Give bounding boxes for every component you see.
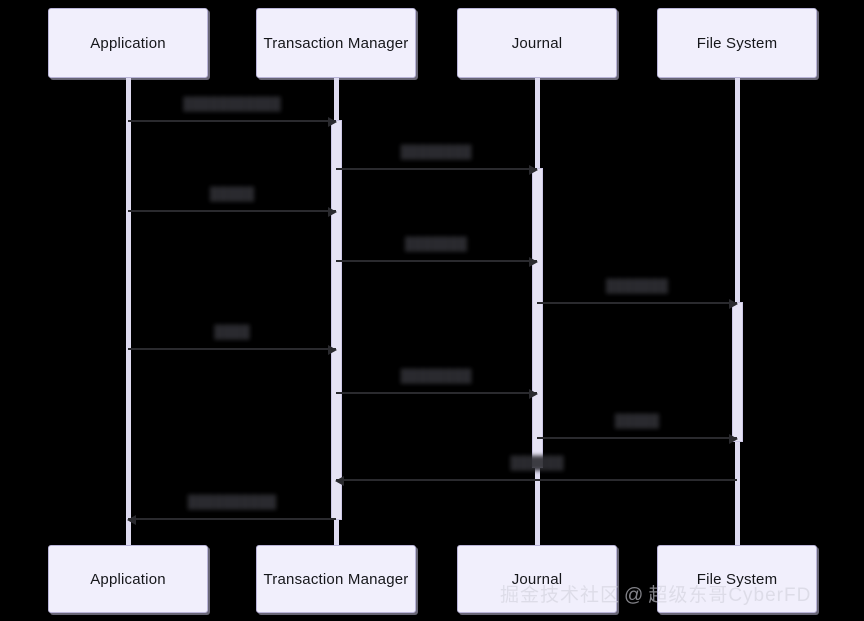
arrowhead-right-icon (729, 434, 738, 444)
message-label-m5: ███████ (602, 279, 672, 293)
message-arrow-m9[interactable] (335, 476, 737, 486)
arrowhead-right-icon (529, 389, 538, 399)
actor-label: Transaction Manager (263, 570, 409, 588)
message-label-m8: █████ (610, 414, 664, 428)
watermark-at: @ (624, 585, 645, 606)
message-label-m4: ███████ (401, 237, 471, 251)
actor-box-journal-top[interactable]: Journal (457, 8, 617, 78)
message-arrow-m5[interactable] (537, 299, 738, 309)
message-label-m7: ████████ (396, 369, 476, 383)
actor-label: Transaction Manager (263, 34, 409, 52)
lifeline-application (126, 78, 131, 550)
actor-box-journal-bottom[interactable]: Journal (457, 545, 617, 613)
actor-label: File System (696, 34, 778, 52)
actor-label: Journal (511, 34, 563, 52)
actor-box-file-system-top[interactable]: File System (657, 8, 817, 78)
actor-box-transaction-manager-bottom[interactable]: Transaction Manager (256, 545, 416, 613)
activation-transaction-manager (331, 120, 342, 520)
arrowhead-left-icon (127, 515, 136, 525)
message-arrow-m2[interactable] (336, 165, 538, 175)
message-arrow-m10[interactable] (127, 515, 336, 525)
watermark: 掘金技术社区@超级东哥CyberFD (500, 580, 811, 607)
message-arrow-m8[interactable] (537, 434, 738, 444)
watermark-author: 超级东哥CyberFD (648, 585, 812, 606)
arrowhead-right-icon (729, 299, 738, 309)
watermark-site: 掘金技术社区 (500, 585, 621, 606)
actor-box-transaction-manager-top[interactable]: Transaction Manager (256, 8, 416, 78)
message-label-m6: ████ (210, 325, 254, 339)
message-arrow-m6[interactable] (128, 345, 337, 355)
message-label-m3: █████ (205, 187, 259, 201)
message-label-m2: ████████ (396, 145, 476, 159)
actor-label: Application (90, 34, 166, 52)
activation-journal (532, 168, 543, 468)
actor-label: File System (696, 570, 778, 588)
arrowhead-right-icon (328, 207, 337, 217)
arrowhead-right-icon (328, 117, 337, 127)
arrowhead-right-icon (328, 345, 337, 355)
message-label-m9: ██████ (506, 456, 568, 470)
actor-label: Application (90, 570, 166, 588)
message-label-m1: ███████████ (179, 97, 285, 111)
arrowhead-right-icon (529, 165, 538, 175)
actor-label: Journal (511, 570, 563, 588)
message-arrow-m7[interactable] (336, 389, 538, 399)
arrowhead-right-icon (529, 257, 538, 267)
actor-box-file-system-bottom[interactable]: File System (657, 545, 817, 613)
message-arrow-m4[interactable] (336, 257, 538, 267)
activation-file-system (732, 302, 743, 442)
message-arrow-m1[interactable] (128, 117, 337, 127)
actor-box-application-bottom[interactable]: Application (48, 545, 208, 613)
message-label-m10: ██████████ (183, 495, 281, 509)
actor-box-application-top[interactable]: Application (48, 8, 208, 78)
arrowhead-left-icon (335, 476, 344, 486)
message-arrow-m3[interactable] (128, 207, 337, 217)
